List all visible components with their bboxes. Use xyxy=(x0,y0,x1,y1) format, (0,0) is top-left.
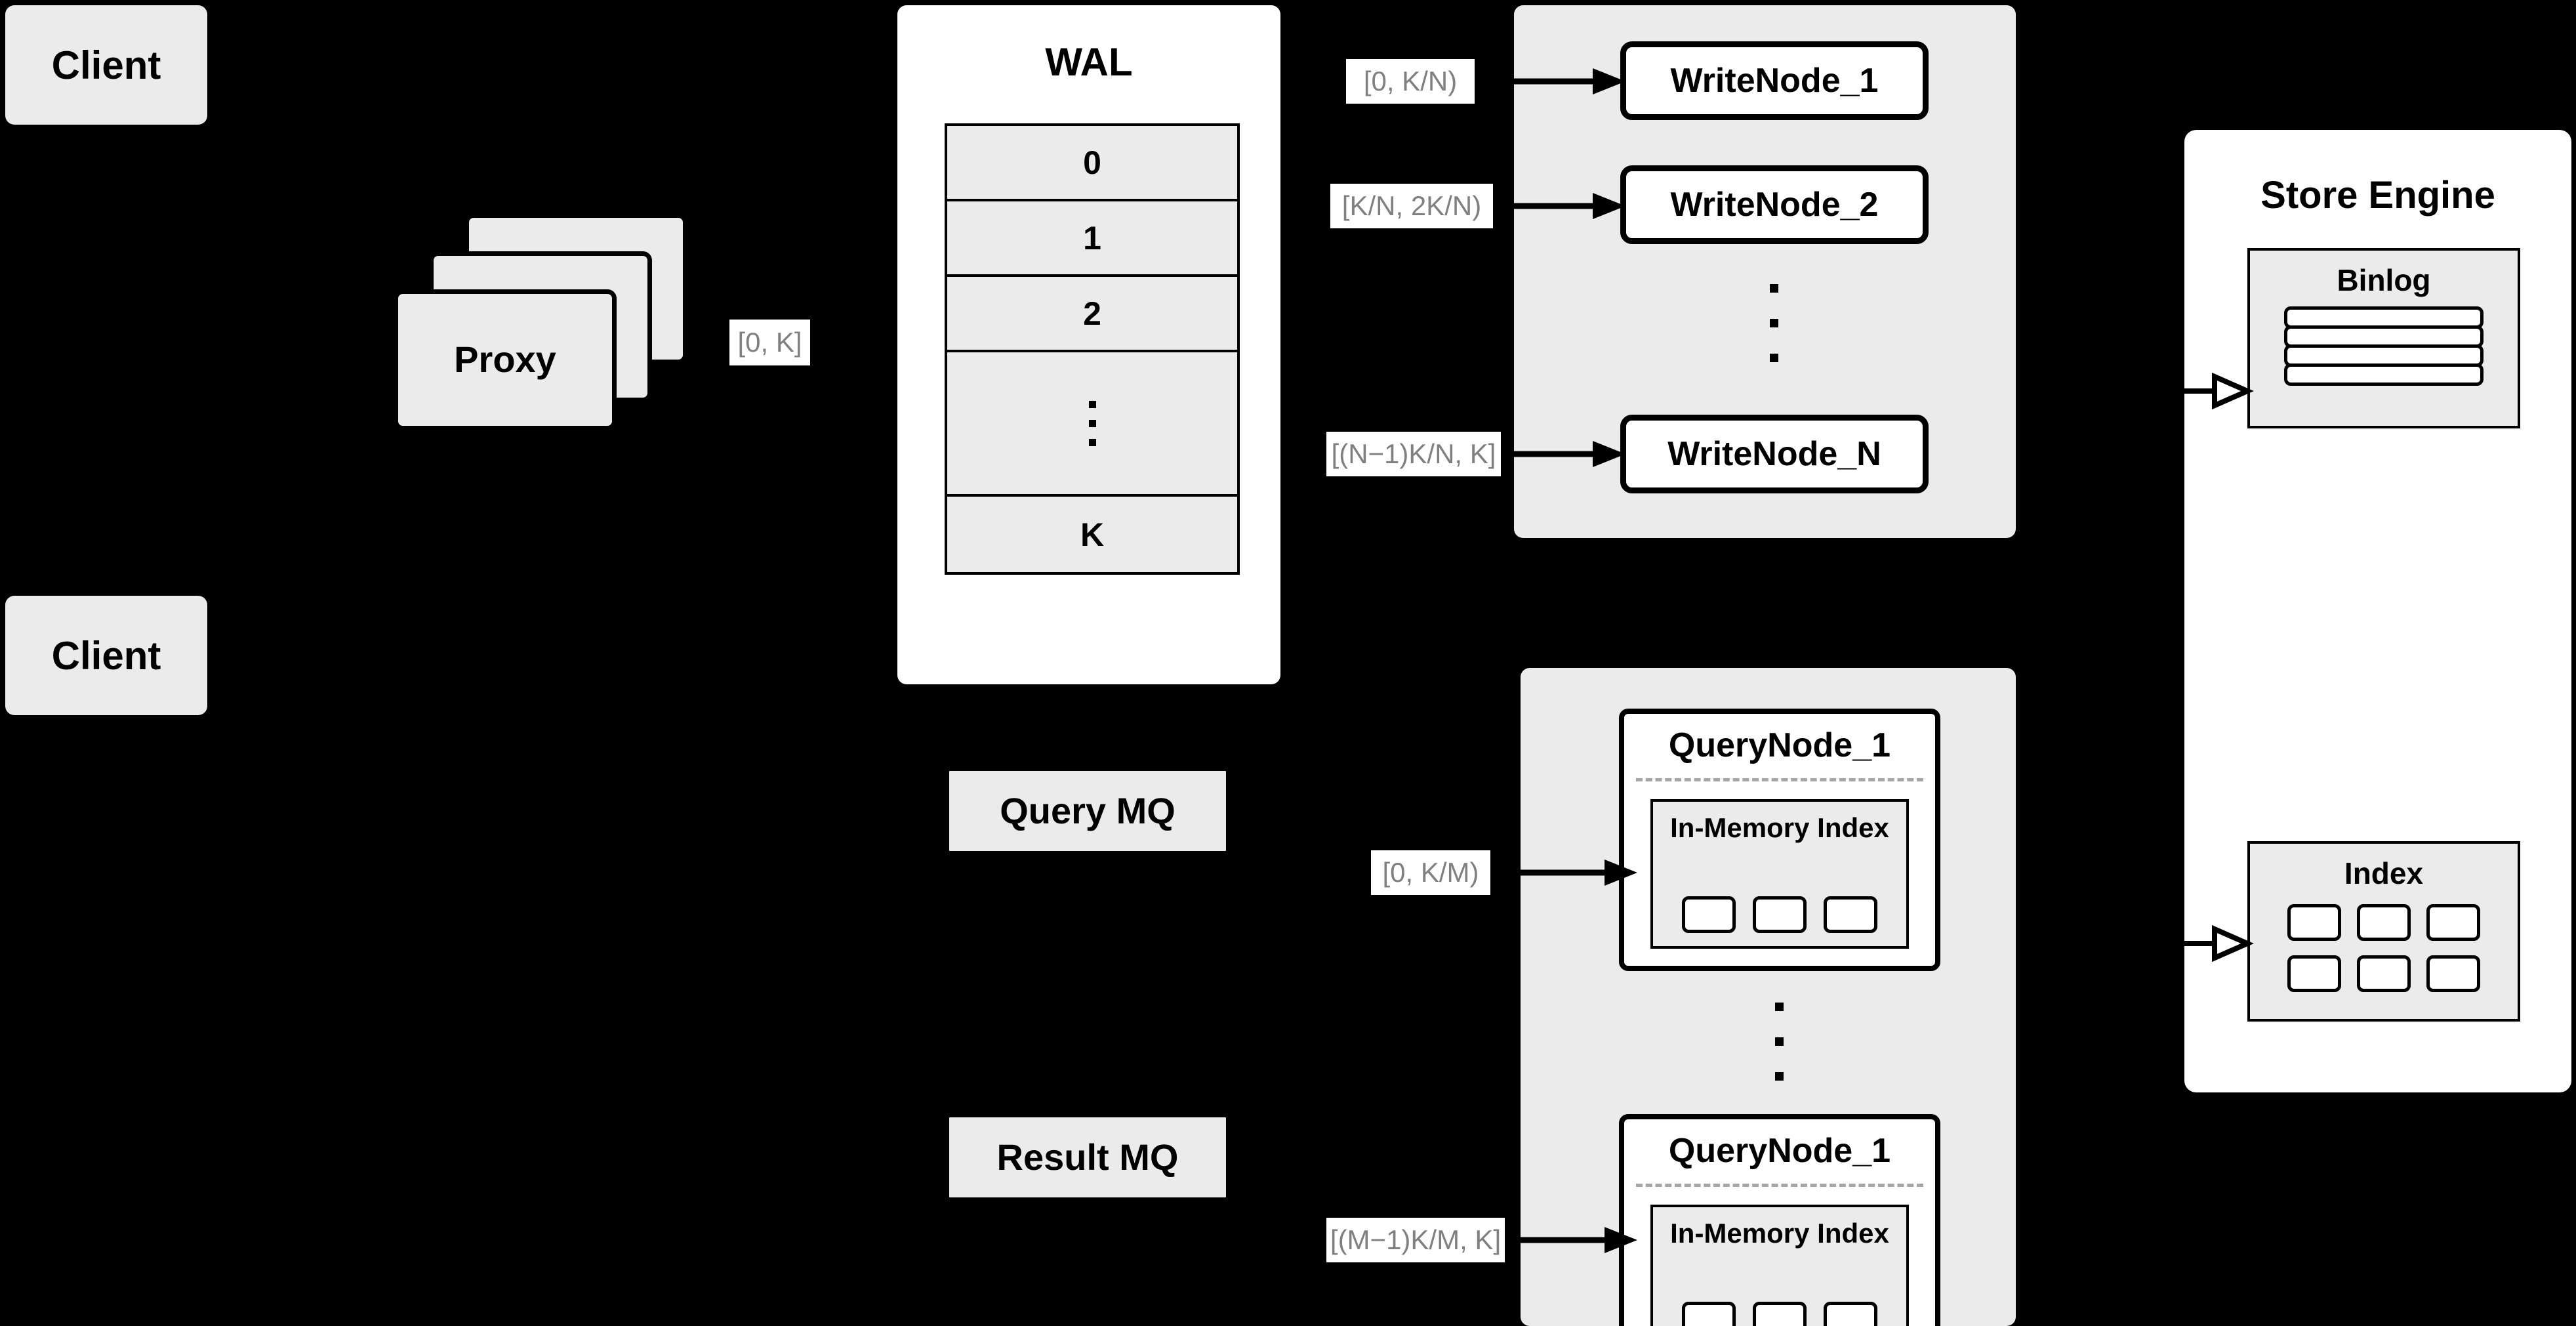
ellipsis-dot xyxy=(1088,419,1096,427)
in-memory-index-title: In-Memory Index xyxy=(1670,1218,1889,1249)
wal-entry-0: 0 xyxy=(947,126,1237,201)
in-memory-index-slots xyxy=(1653,1302,1906,1326)
arrow-wal-to-write-node-2 xyxy=(1509,193,1625,219)
arrow-wal-to-write-node-n xyxy=(1509,441,1625,467)
write-node-1[interactable]: WriteNode_1 xyxy=(1620,41,1929,120)
query-node-1-divider xyxy=(1636,778,1923,781)
query-node-m-divider xyxy=(1636,1184,1923,1187)
wal-entry-k: K xyxy=(1080,516,1105,553)
write-node-1-label: WriteNode_1 xyxy=(1670,61,1879,100)
result-mq-node[interactable]: Result MQ xyxy=(947,1115,1228,1199)
ellipsis-dot xyxy=(1088,438,1096,446)
index-cell xyxy=(2357,955,2411,992)
ellipsis-dot xyxy=(1770,319,1778,327)
in-memory-index-slots xyxy=(1653,896,1906,933)
arrow-query-mq-to-query-node-m xyxy=(1521,1227,1637,1253)
index-cell xyxy=(2287,904,2341,941)
client-node-1-label: Client xyxy=(51,43,161,87)
query-node-1-label: QueryNode_1 xyxy=(1668,726,1891,764)
ellipsis-dot xyxy=(1770,284,1778,293)
index-slot xyxy=(1824,1302,1877,1326)
query-node-m-label: QueryNode_1 xyxy=(1668,1132,1891,1170)
query-node-1-in-memory-index: In-Memory Index xyxy=(1650,799,1909,949)
index-slot xyxy=(1682,896,1736,933)
arrow-to-persisted-index xyxy=(2184,924,2254,963)
tag-write-node-n: [(N−1)K/N, K] xyxy=(1326,432,1501,476)
query-node-cluster-ellipsis xyxy=(1775,1003,1784,1081)
query-node-1[interactable]: QueryNode_1 In-Memory Index xyxy=(1619,709,1940,971)
write-node-2-label: WriteNode_2 xyxy=(1670,185,1879,224)
index-slot xyxy=(1824,896,1877,933)
write-node-2[interactable]: WriteNode_2 xyxy=(1620,165,1929,244)
query-node-m-in-memory-index: In-Memory Index xyxy=(1650,1205,1909,1326)
query-mq-node[interactable]: Query MQ xyxy=(947,769,1228,853)
arrow-query-mq-to-query-node-1 xyxy=(1521,860,1637,886)
persisted-index-title: Index xyxy=(2344,856,2424,890)
write-node-cluster: WriteNode_1 WriteNode_2 WriteNode_N xyxy=(1514,5,2016,538)
client-node-2[interactable]: Client xyxy=(5,596,207,715)
persisted-index-panel: Index xyxy=(2247,841,2520,1022)
index-slot xyxy=(1753,1302,1807,1326)
wal-entry-1: 1 xyxy=(947,201,1237,277)
client-node-2-label: Client xyxy=(51,633,161,678)
ellipsis-dot xyxy=(1775,1003,1784,1011)
index-slot xyxy=(1753,896,1807,933)
binlog-panel: Binlog xyxy=(2247,248,2520,428)
index-cell xyxy=(2426,904,2480,941)
tag-query-node-1: [0, K/M) xyxy=(1371,850,1490,895)
tag-query-node-m: [(M−1)K/M, K] xyxy=(1326,1218,1505,1262)
index-cell xyxy=(2357,904,2411,941)
result-mq-label: Result MQ xyxy=(996,1136,1179,1178)
binlog-segment-list xyxy=(2284,306,2484,386)
tag-write-node-2: [K/N, 2K/N) xyxy=(1330,184,1493,228)
index-cell xyxy=(2426,955,2480,992)
arrow-to-binlog xyxy=(2184,372,2254,410)
in-memory-index-title: In-Memory Index xyxy=(1670,812,1889,843)
index-cell xyxy=(2287,955,2341,992)
wal-entry-table: 0 1 2 K xyxy=(945,123,1240,575)
persisted-index-grid xyxy=(2250,904,2518,992)
wal-title: WAL xyxy=(1045,40,1133,84)
proxy-node[interactable]: Proxy xyxy=(394,289,617,430)
query-node-cluster: QueryNode_1 In-Memory Index QueryNode_1 … xyxy=(1521,668,2016,1326)
store-engine-container: Store Engine Binlog Index xyxy=(2184,130,2571,1092)
ellipsis-dot xyxy=(1775,1072,1784,1081)
ellipsis-dot xyxy=(1770,354,1778,362)
index-grid-row xyxy=(2287,904,2480,941)
query-mq-label: Query MQ xyxy=(1000,789,1176,831)
index-grid-row xyxy=(2287,955,2480,992)
index-slot xyxy=(1682,1302,1736,1326)
binlog-segment xyxy=(2284,363,2484,386)
binlog-title: Binlog xyxy=(2337,263,2431,297)
wal-entry-ellipsis xyxy=(947,352,1237,497)
tag-write-node-1: [0, K/N) xyxy=(1346,59,1475,104)
wal-container: WAL 0 1 2 K xyxy=(897,5,1280,684)
query-node-m[interactable]: QueryNode_1 In-Memory Index xyxy=(1619,1114,1940,1326)
ellipsis-dot xyxy=(1088,400,1096,408)
write-node-n[interactable]: WriteNode_N xyxy=(1620,415,1929,493)
store-engine-title: Store Engine xyxy=(2260,174,2495,217)
wal-entry-2: 2 xyxy=(947,277,1237,352)
tag-proxy-to-wal: [0, K] xyxy=(729,320,810,365)
write-node-n-label: WriteNode_N xyxy=(1667,434,1881,473)
arrow-wal-to-write-node-1 xyxy=(1509,68,1625,94)
write-node-cluster-ellipsis xyxy=(1770,284,1778,362)
ellipsis-dot xyxy=(1775,1037,1784,1046)
proxy-label: Proxy xyxy=(454,339,556,381)
client-node-1[interactable]: Client xyxy=(5,5,207,125)
proxy-stack[interactable]: Proxy xyxy=(394,213,702,433)
